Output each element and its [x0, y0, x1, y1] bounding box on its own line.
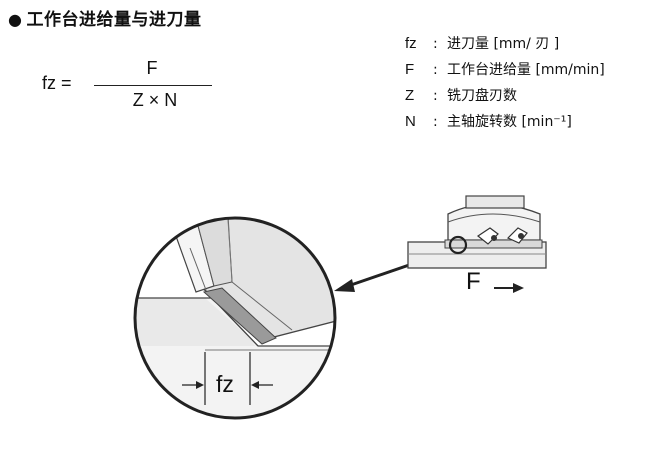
- legend-colon: :: [433, 88, 438, 104]
- legend-row: Z : 铣刀盘刃数: [405, 83, 605, 109]
- formula-numerator: F: [146, 58, 158, 78]
- heading-title: 工作台进给量与进刀量: [26, 10, 202, 30]
- formula-lhs: fz =: [42, 73, 72, 93]
- legend-symbol: fz: [405, 35, 417, 52]
- milling-cutter-overview: [407, 195, 547, 293]
- legend-symbol: F: [405, 61, 415, 78]
- legend-colon: :: [433, 36, 438, 52]
- fraction-bar: [94, 85, 212, 86]
- magnified-view: [133, 216, 337, 420]
- feed-direction-label: F: [466, 268, 481, 295]
- legend-colon: :: [433, 62, 438, 78]
- legend-text: 铣刀盘刃数: [447, 88, 517, 104]
- diagram-heading: ●工作台进给量与进刀量: [8, 5, 201, 30]
- legend-row: fz : 进刀量 [mm/ 刃 ]: [405, 31, 605, 57]
- legend-colon: :: [433, 114, 438, 130]
- legend-text: 进刀量 [mm/ 刃 ]: [447, 36, 560, 52]
- legend-row: F : 工作台进给量 [mm/min]: [405, 57, 605, 83]
- legend-text: 工作台进给量 [mm/min]: [447, 62, 605, 78]
- bullet-icon: ●: [8, 10, 23, 29]
- symbol-legend: fz : 进刀量 [mm/ 刃 ] F : 工作台进给量 [mm/min] Z …: [405, 31, 605, 135]
- fz-dimension-label: fz: [216, 371, 234, 397]
- legend-row: N : 主轴旋转数 [min⁻¹]: [405, 109, 605, 135]
- legend-symbol: Z: [405, 87, 415, 104]
- legend-text: 主轴旋转数 [min⁻¹]: [447, 114, 572, 130]
- legend-symbol: N: [405, 113, 416, 130]
- formula-denominator: Z × N: [132, 90, 178, 110]
